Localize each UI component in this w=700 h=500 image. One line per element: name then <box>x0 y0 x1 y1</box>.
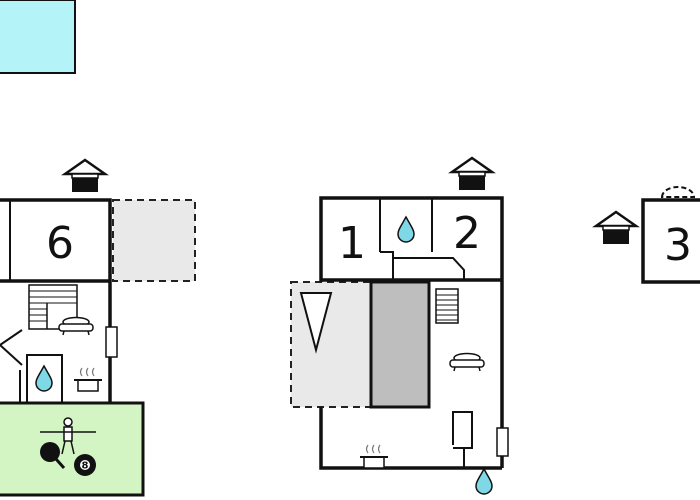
table-tennis-icon <box>40 442 66 469</box>
stairs-icon <box>28 284 78 330</box>
sofa-icon <box>58 316 94 336</box>
room-number-2: 2 <box>453 208 481 259</box>
bay-window <box>660 186 696 198</box>
terrace-left <box>112 199 196 282</box>
house-icon <box>594 210 638 246</box>
window <box>496 427 509 457</box>
svg-text:8: 8 <box>82 461 89 472</box>
window <box>105 326 118 358</box>
water-drop-icon <box>35 365 53 392</box>
covered-area <box>369 280 431 409</box>
sofa-icon <box>449 352 485 372</box>
room-number-3: 3 <box>664 220 692 271</box>
swimming-pool <box>0 0 76 74</box>
water-drop-icon <box>397 216 415 243</box>
stairs-icon <box>435 288 459 324</box>
room-number-6: 6 <box>46 218 74 269</box>
cooking-pot-icon <box>73 367 103 392</box>
room-number-1: 1 <box>338 218 366 269</box>
cooking-pot-icon <box>359 444 389 469</box>
house-icon <box>450 156 494 192</box>
billiard-8-ball-icon: 8 <box>74 454 96 476</box>
house-icon <box>63 158 107 194</box>
parasol-icon <box>299 292 333 354</box>
door-swing <box>0 329 23 366</box>
water-drop-icon <box>475 468 493 495</box>
games-room <box>0 401 145 497</box>
table-football-icon <box>40 417 96 455</box>
